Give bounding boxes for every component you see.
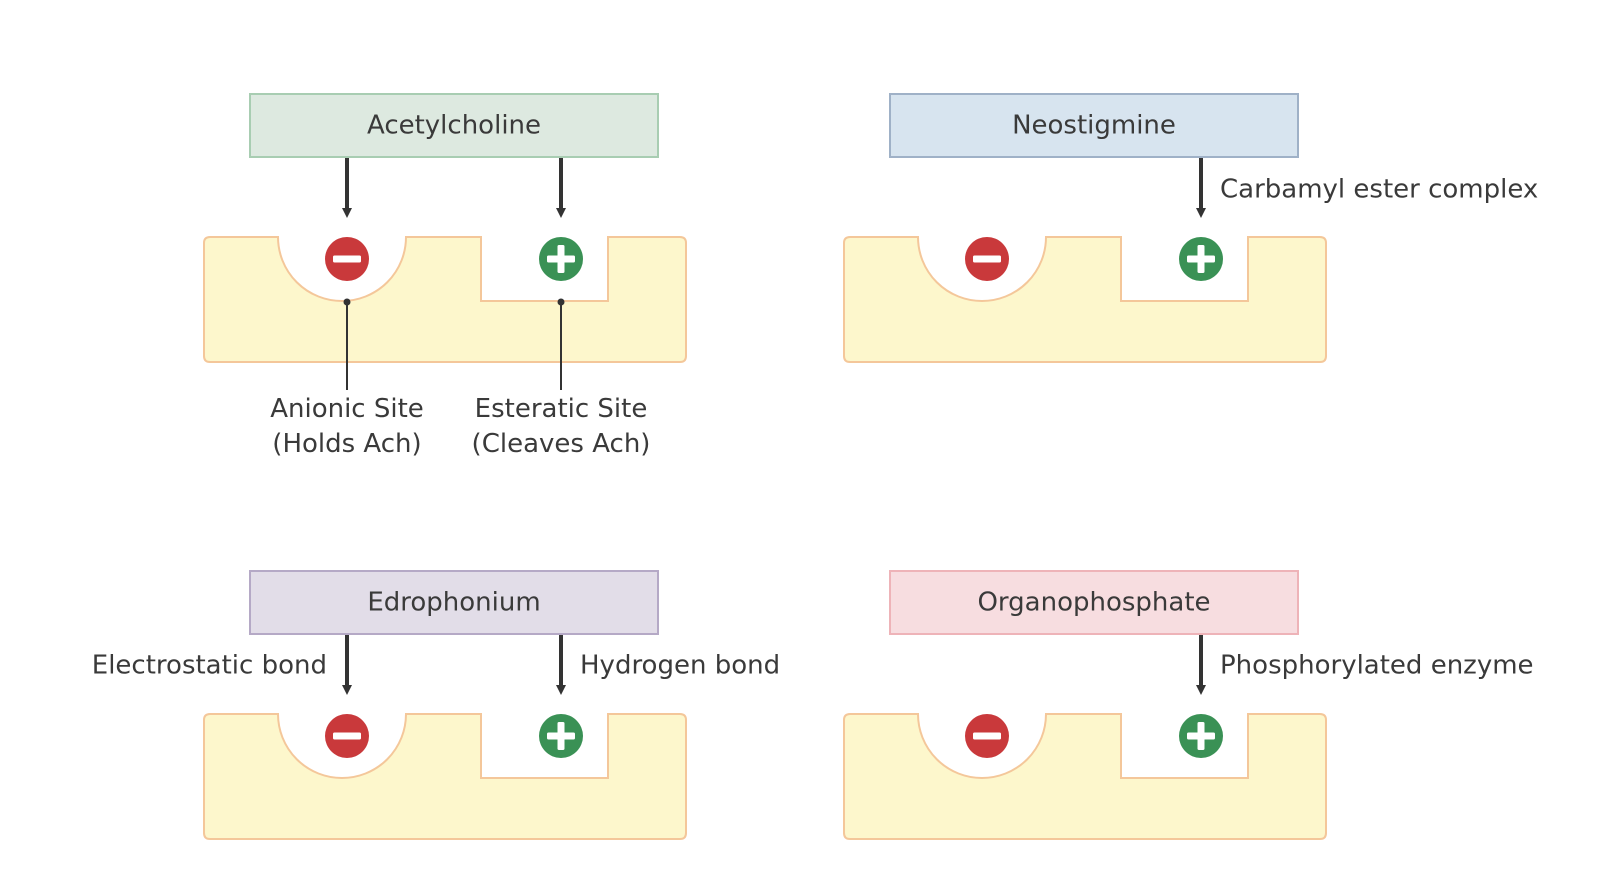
title-acetylcholine: Acetylcholine — [367, 111, 541, 141]
anionic-site-pointer — [343, 298, 351, 390]
esteratic-site-label: Esteratic Site — [475, 394, 648, 424]
title-edrophonium: Edrophonium — [367, 588, 540, 618]
enzyme-body — [843, 713, 1327, 840]
panel-neostigmine: Neostigmine Carbamyl ester complex — [843, 93, 1538, 363]
enzyme-body — [843, 236, 1327, 363]
negative-charge-icon — [325, 237, 369, 281]
esteratic-site-sublabel: (Cleaves Ach) — [472, 429, 651, 459]
negative-charge-icon — [325, 714, 369, 758]
esteratic-site-pointer — [557, 298, 565, 390]
phosphorylated-enzyme-label: Phosphorylated enzyme — [1220, 651, 1534, 681]
panel-organophosphate: Organophosphate Phosphorylated enzyme — [843, 570, 1534, 840]
enzyme-body — [203, 713, 687, 840]
title-box-acetylcholine — [249, 93, 659, 158]
panel-acetylcholine: Acetylcholine Anionic Site (Holds Ach) E… — [203, 93, 687, 459]
negative-charge-icon — [965, 237, 1009, 281]
panel-edrophonium: Edrophonium Electrostatic bond Hydrogen … — [92, 570, 780, 840]
title-neostigmine: Neostigmine — [1012, 111, 1176, 141]
negative-charge-icon — [965, 714, 1009, 758]
hydrogen-bond-label: Hydrogen bond — [580, 651, 780, 681]
title-box-neostigmine — [889, 93, 1299, 158]
positive-charge-icon — [1179, 714, 1223, 758]
electrostatic-bond-label: Electrostatic bond — [92, 651, 327, 681]
positive-charge-icon — [539, 714, 583, 758]
title-box-organophosphate — [889, 570, 1299, 635]
positive-charge-icon — [539, 237, 583, 281]
title-box-edrophonium — [249, 570, 659, 635]
enzyme-body — [203, 236, 687, 363]
anionic-site-label: Anionic Site — [270, 394, 424, 424]
carbamyl-ester-complex-label: Carbamyl ester complex — [1220, 175, 1538, 205]
title-organophosphate: Organophosphate — [977, 588, 1210, 618]
anionic-site-sublabel: (Holds Ach) — [272, 429, 421, 459]
positive-charge-icon — [1179, 237, 1223, 281]
